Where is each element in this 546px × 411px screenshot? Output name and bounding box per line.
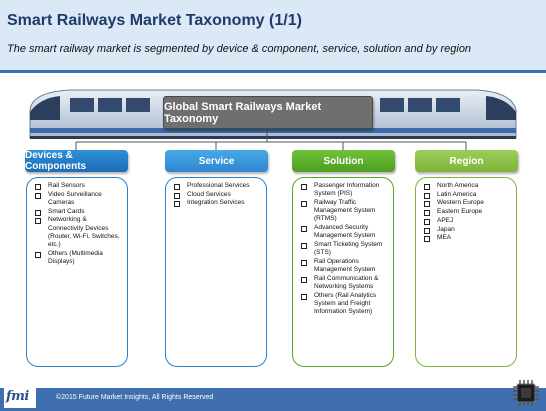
page-subtitle: The smart railway market is segmented by… — [7, 43, 472, 55]
category-region-header: Region — [415, 150, 518, 172]
category-solution-list: Passenger Information System (PIS) Railw… — [292, 177, 394, 367]
list-item: Cloud Services — [174, 191, 262, 199]
category-devices-list: Rail Sensors Video Surveillance Cameras … — [26, 177, 128, 367]
checkbox-bullet-icon — [301, 184, 307, 190]
page-title: Smart Railways Market Taxonomy (1/1) — [7, 12, 302, 29]
list-item: Networking & Connectivity Devices (Route… — [35, 216, 123, 249]
logo-text: fmi — [6, 389, 29, 404]
list-item: Passenger Information System (PIS) — [301, 182, 389, 198]
checkbox-bullet-icon — [174, 201, 180, 208]
checkbox-bullet-icon — [424, 218, 430, 225]
checkbox-bullet-icon — [424, 227, 430, 234]
list-item: Western Europe — [424, 199, 512, 208]
chip-icon — [513, 380, 539, 406]
list-item: Rail Communication & Networking Systems — [301, 275, 389, 291]
list-item: Latin America — [424, 191, 512, 199]
list-item: Others (Multimedia Displays) — [35, 250, 123, 266]
checkbox-bullet-icon — [424, 210, 430, 217]
checkbox-bullet-icon — [301, 242, 307, 249]
category-region-list: North America Latin America Western Euro… — [415, 177, 517, 367]
list-item: Others (Rail Analytics System and Freigh… — [301, 292, 389, 317]
company-logo — [4, 386, 36, 408]
list-item: Eastern Europe — [424, 208, 512, 217]
list-item: MEA — [424, 234, 512, 243]
checkbox-bullet-icon — [174, 192, 180, 199]
checkbox-bullet-icon — [424, 236, 430, 243]
list-item: Integration Services — [174, 199, 262, 208]
checkbox-bullet-icon — [35, 192, 41, 199]
list-item: North America — [424, 182, 512, 190]
checkbox-bullet-icon — [424, 201, 430, 208]
checkbox-bullet-icon — [301, 293, 307, 300]
list-item: Japan — [424, 226, 512, 234]
category-solution-header: Solution — [292, 150, 395, 172]
checkbox-bullet-icon — [35, 184, 41, 190]
taxonomy-root-box: Global Smart Railways Market Taxonomy — [163, 96, 373, 129]
copyright-text: ©2015 Future Market Insights, All Rights… — [56, 394, 214, 401]
checkbox-bullet-icon — [424, 184, 430, 190]
checkbox-bullet-icon — [301, 200, 307, 207]
checkbox-bullet-icon — [35, 251, 41, 258]
list-item: Rail Sensors — [35, 182, 123, 190]
checkbox-bullet-icon — [35, 209, 41, 216]
category-devices-header: Devices & Components — [25, 150, 128, 172]
checkbox-bullet-icon — [301, 276, 307, 283]
checkbox-bullet-icon — [301, 259, 307, 266]
checkbox-bullet-icon — [424, 192, 430, 199]
checkbox-bullet-icon — [35, 218, 41, 225]
header-banner: Smart Railways Market Taxonomy (1/1) The… — [0, 0, 546, 73]
category-service-header: Service — [165, 150, 268, 172]
footer-bar — [0, 388, 546, 411]
list-item: Railway Traffic Management System (RTMS) — [301, 199, 389, 224]
list-item: Rail Operations Management System — [301, 258, 389, 274]
list-item: Smart Cards — [35, 208, 123, 216]
list-item: APEJ — [424, 217, 512, 225]
checkbox-bullet-icon — [301, 226, 307, 233]
checkbox-bullet-icon — [174, 184, 180, 190]
list-item: Advanced Security Management System — [301, 224, 389, 240]
category-service-list: Professional Services Cloud Services Int… — [165, 177, 267, 367]
list-item: Video Surveillance Cameras — [35, 191, 123, 207]
list-item: Professional Services — [174, 182, 262, 190]
list-item: Smart Ticketing System (STS) — [301, 241, 389, 257]
